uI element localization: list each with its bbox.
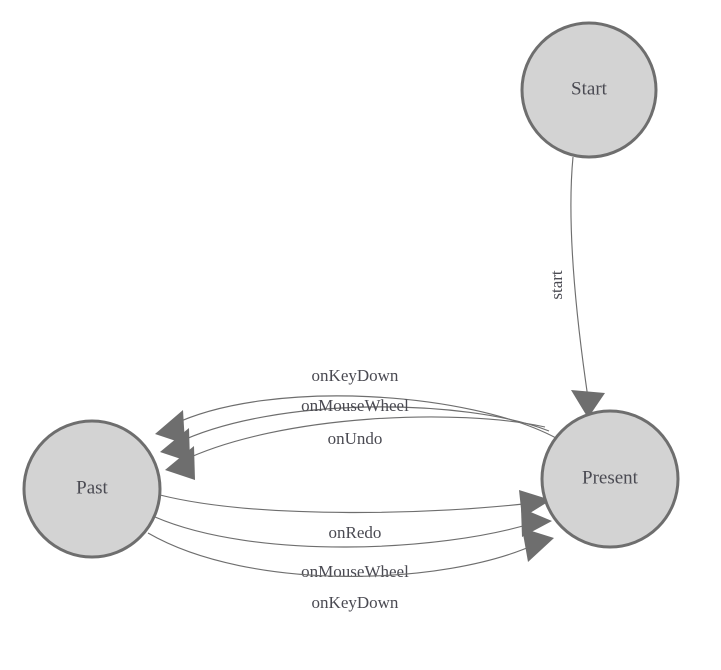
edge-start-to-present-path xyxy=(570,156,589,399)
edge-past-to-present-onredo-path xyxy=(159,494,533,514)
edge-label-start: start xyxy=(547,270,566,300)
edge-start-to-present[interactable]: start xyxy=(547,156,605,418)
edge-past-to-present-onmousewheel-path xyxy=(154,516,534,548)
node-present[interactable]: Present xyxy=(540,409,680,549)
edge-past-to-present-onmousewheel[interactable]: onMouseWheel xyxy=(154,508,552,581)
arrowhead-into-past-upper-2 xyxy=(160,428,190,462)
node-present-circle xyxy=(540,409,680,549)
edge-present-to-past-onundo[interactable]: onUndo xyxy=(165,416,546,480)
arrowhead-into-present-lower-3 xyxy=(522,528,554,562)
arrowhead-into-present-lower-2 xyxy=(521,508,552,537)
edge-label-past-present-onredo: onRedo xyxy=(329,523,382,542)
node-past[interactable]: Past xyxy=(22,419,162,559)
edge-label-present-past-onundo: onUndo xyxy=(328,429,383,448)
edge-present-to-past-onundo-path xyxy=(181,416,546,462)
node-start-circle xyxy=(520,21,658,159)
node-start[interactable]: Start xyxy=(520,21,658,159)
edge-label-past-present-onmousewheel: onMouseWheel xyxy=(301,562,409,581)
arrowhead-into-past-upper-1 xyxy=(155,410,185,444)
arrowhead-into-past-upper-3 xyxy=(165,446,195,480)
node-present-label: Present xyxy=(582,467,639,488)
edge-present-to-past-onmousewheel[interactable]: onMouseWheel xyxy=(160,396,550,462)
edge-past-to-present-onredo[interactable]: onRedo xyxy=(159,490,551,542)
edge-label-past-present-onkeydown: onKeyDown xyxy=(312,593,399,612)
edge-label-present-past-onkeydown: onKeyDown xyxy=(312,366,399,385)
edge-label-present-past-onmousewheel: onMouseWheel xyxy=(301,396,409,415)
node-past-label: Past xyxy=(76,477,108,498)
edge-past-to-present-onkeydown-path xyxy=(147,532,537,577)
arrowhead-into-present-top xyxy=(571,390,605,418)
node-past-circle xyxy=(22,419,162,559)
node-start-label: Start xyxy=(571,78,608,99)
edge-past-to-present-onkeydown[interactable]: onKeyDown xyxy=(147,528,554,612)
edge-present-to-past-onmousewheel-path xyxy=(176,406,550,444)
